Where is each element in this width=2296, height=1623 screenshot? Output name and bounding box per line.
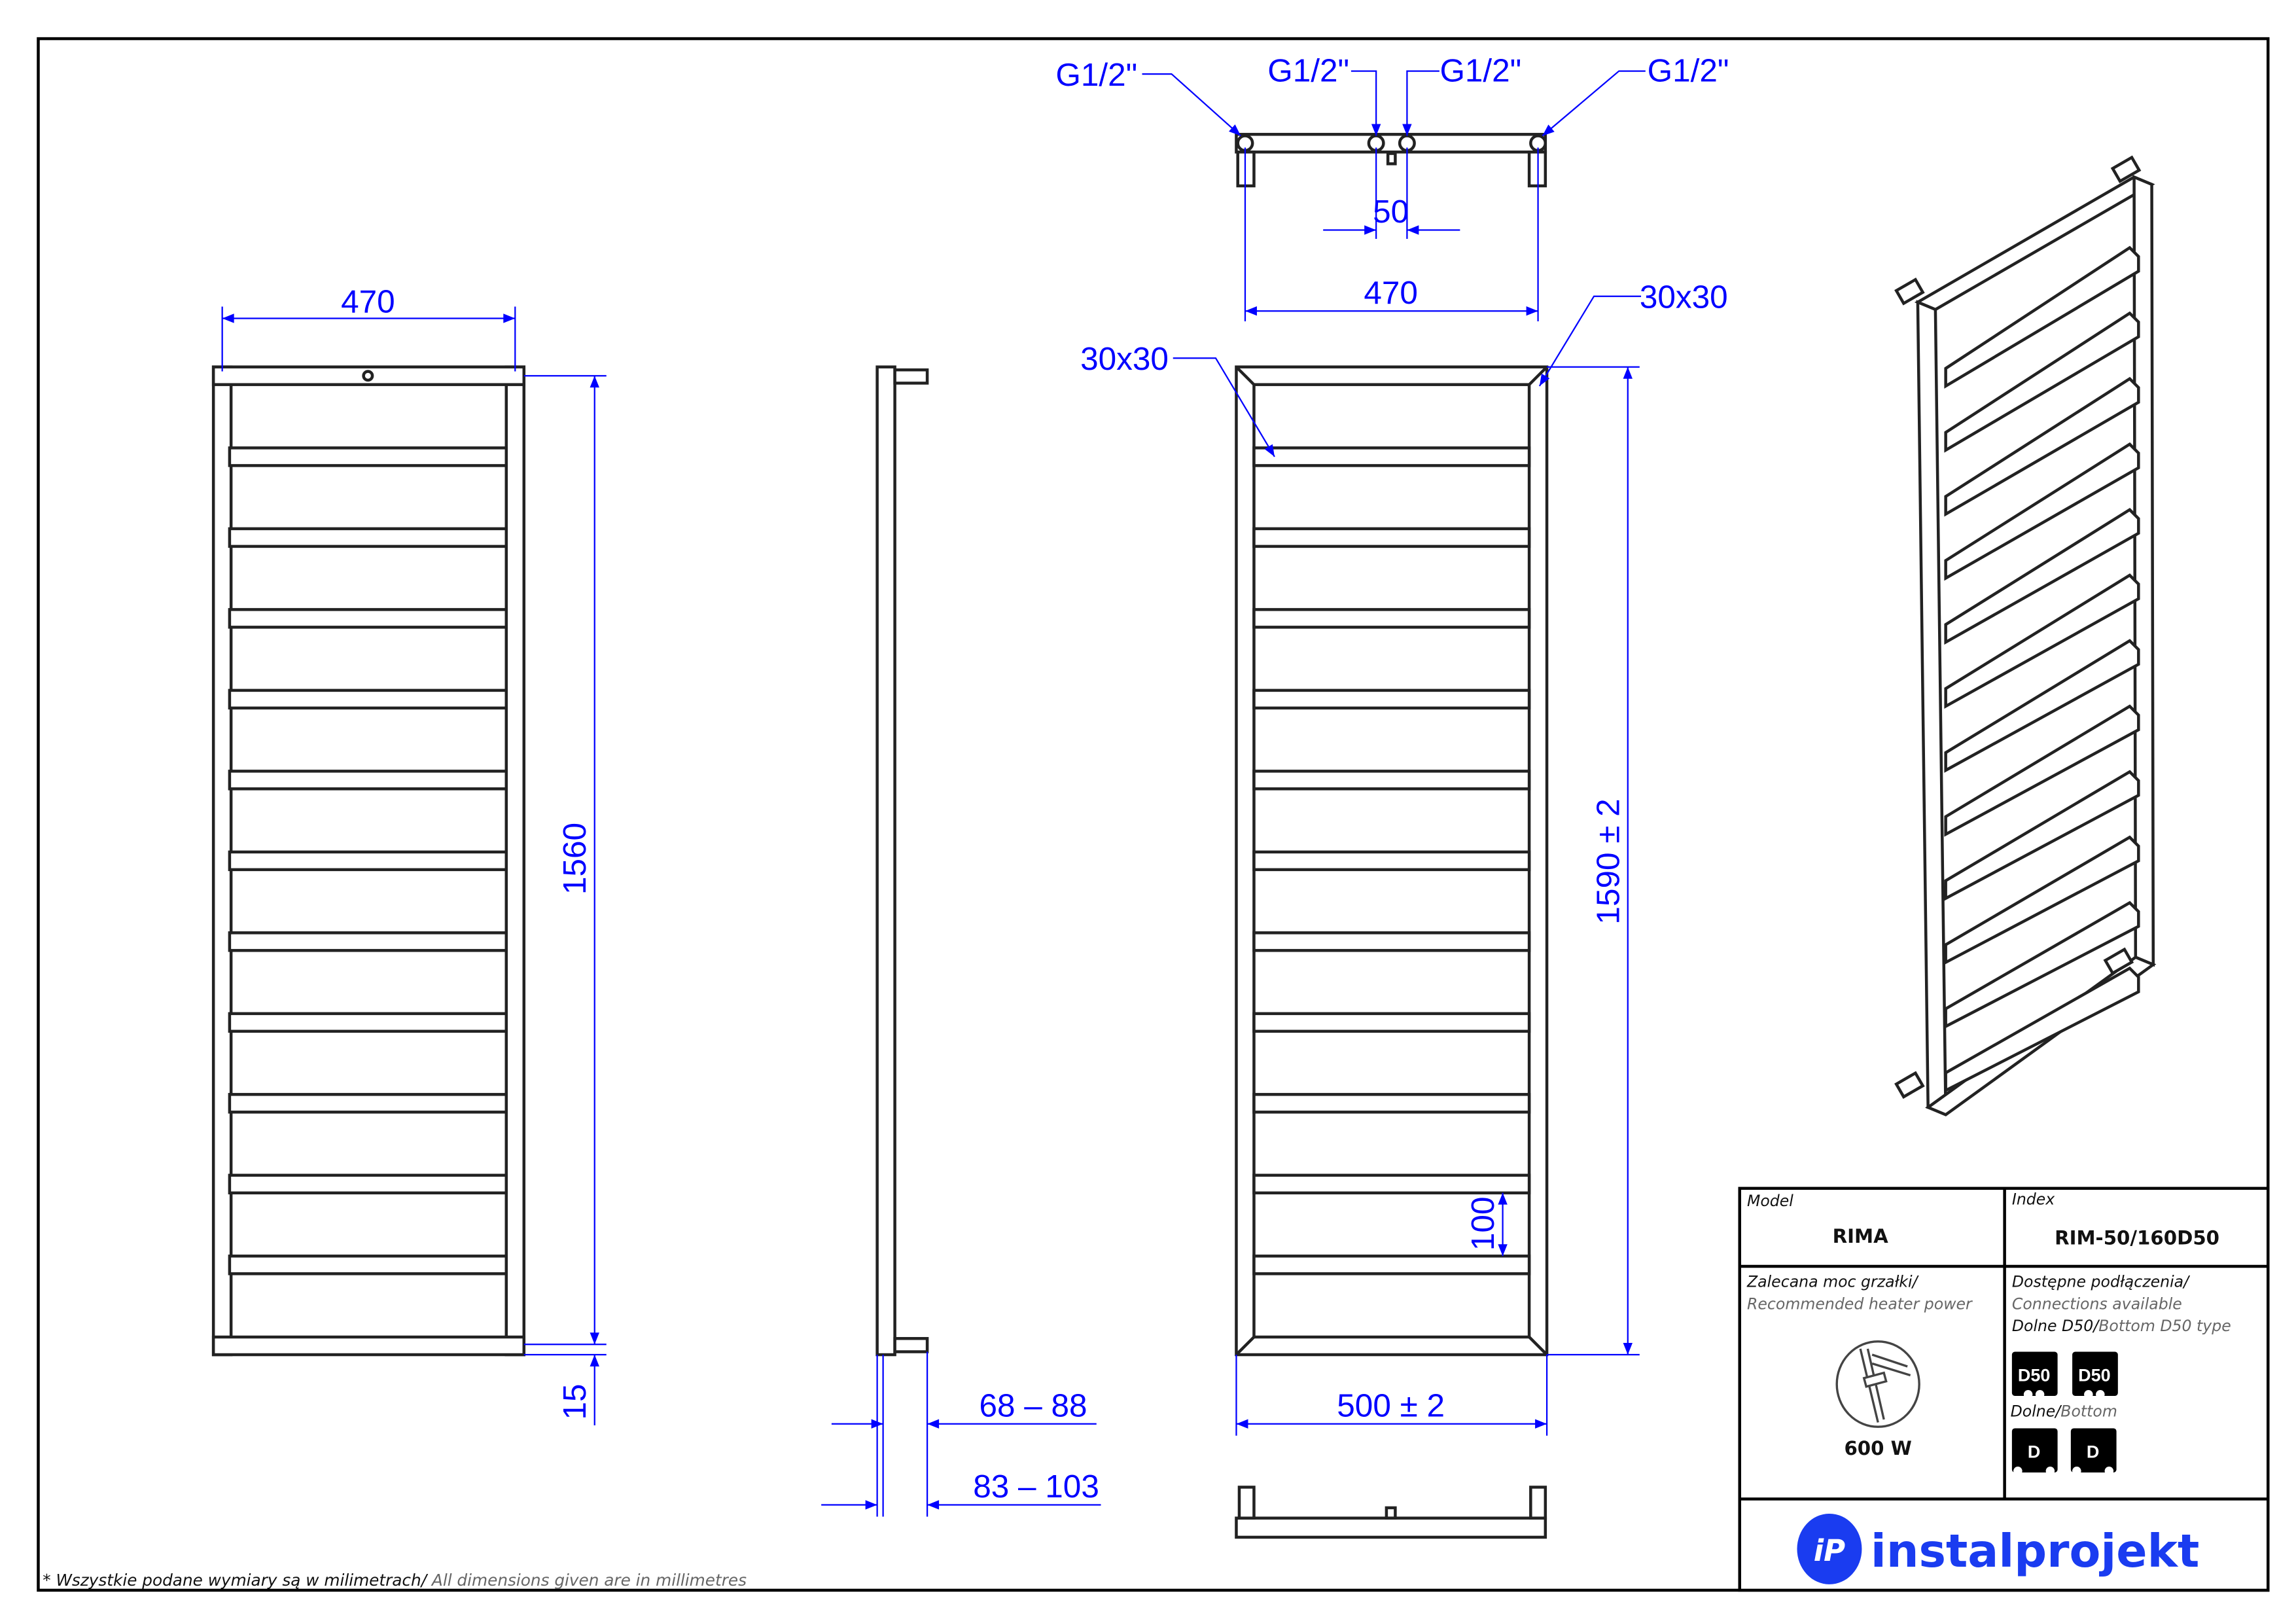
towel-rail — [228, 850, 508, 872]
side-view — [875, 365, 929, 1357]
towel-rail — [1944, 639, 2140, 773]
towel-rail — [1252, 527, 1531, 548]
rail-gap-label: 100 — [1465, 1197, 1501, 1251]
connection-badge-d-1: D — [2011, 1428, 2058, 1476]
front-height-label: 1560 — [557, 823, 593, 895]
towel-rail — [1944, 704, 2140, 837]
svg-text:iP: iP — [1814, 1533, 1845, 1568]
svg-text:Dolne/Bottom: Dolne/Bottom — [2011, 1402, 2117, 1420]
towel-rail — [1252, 446, 1531, 467]
front-view — [211, 365, 526, 1357]
towel-rail — [228, 1012, 508, 1033]
towel-rail — [1944, 311, 2140, 453]
depth-max-label: 83 – 103 — [973, 1469, 1099, 1505]
towel-rail — [1944, 573, 2140, 709]
towel-rail — [1252, 608, 1531, 629]
badge-label: D — [2087, 1442, 2100, 1461]
bottom-en: Bottom — [2060, 1402, 2117, 1420]
towel-rail — [1944, 770, 2140, 901]
towel-rail — [228, 1255, 508, 1275]
towel-rail — [1944, 442, 2140, 581]
thread-label-1: G1/2" — [1055, 57, 1137, 93]
index-value: RIM-50/160D50 — [2055, 1226, 2219, 1249]
heater-icon — [1835, 1340, 1920, 1428]
towel-rail — [228, 931, 508, 952]
front-width-label: 470 — [341, 283, 395, 319]
towel-rail — [1252, 1012, 1531, 1033]
front-height-dimension: 1560 15 — [523, 375, 607, 1425]
depth-min-label: 68 – 88 — [980, 1387, 1087, 1423]
center-spacing-label: 50 — [1373, 194, 1409, 230]
towel-rail — [1944, 966, 2140, 1093]
total-height-label: 1590 ± 2 — [1590, 798, 1626, 924]
d50-type-en: Bottom D50 type — [2098, 1317, 2231, 1335]
towel-rail — [1944, 901, 2140, 1029]
instalprojekt-logo: iP instalprojekt — [1797, 1513, 2199, 1584]
axis-spacing-label: 470 — [1364, 275, 1418, 311]
bottom-offset-label: 15 — [557, 1383, 593, 1419]
thread-label-2: G1/2" — [1267, 52, 1349, 88]
towel-rail — [1252, 770, 1531, 791]
towel-rail — [1252, 931, 1531, 952]
towel-rail — [228, 608, 508, 629]
footnote-en: All dimensions given are in millimetres — [427, 1571, 747, 1590]
total-width-label: 500 ± 2 — [1337, 1387, 1445, 1423]
towel-rail — [228, 446, 508, 467]
model-label: Model — [1747, 1192, 1793, 1210]
connection-badge-d50-1: D50 — [2011, 1351, 2058, 1399]
profile-left-label: 30x30 — [1080, 341, 1169, 377]
heater-power: 600 W — [1844, 1437, 1911, 1459]
depth-dimensions: 68 – 88 83 – 103 — [821, 1351, 1101, 1517]
badge-label: D — [2028, 1442, 2041, 1461]
towel-rail — [1944, 508, 2140, 645]
heater-label-pl: Zalecana moc grzałki/ — [1746, 1273, 1920, 1291]
connections-label-pl: Dostępne podłączenia/ — [2012, 1273, 2191, 1291]
model-value: RIMA — [1833, 1225, 1888, 1247]
towel-rail — [1252, 1093, 1531, 1114]
perspective-view — [1894, 155, 2157, 1116]
thread-label-4: G1/2" — [1648, 52, 1729, 88]
main-front-view — [1235, 365, 1549, 1357]
badge-label: D50 — [2078, 1366, 2111, 1385]
connection-badge-d-2: D — [2070, 1428, 2117, 1476]
towel-rail — [1252, 1255, 1531, 1275]
towel-rail — [1944, 245, 2140, 389]
top-view — [1235, 133, 1547, 188]
heater-label-en: Recommended heater power — [1747, 1294, 1973, 1313]
connections-label-en: Connections available — [2012, 1294, 2182, 1313]
air-vent-icon — [362, 370, 374, 382]
profile-right-label: 30x30 — [1640, 279, 1728, 315]
footnote: * Wszystkie podane wymiary są w milimetr… — [43, 1571, 747, 1590]
thread-callouts: G1/2" G1/2" G1/2" G1/2" 50 470 — [1055, 52, 1729, 321]
towel-rail — [228, 1173, 508, 1195]
towel-rail — [1944, 835, 2140, 965]
svg-text:Dolne D50/Bottom D50 type: Dolne D50/Bottom D50 type — [2012, 1317, 2231, 1335]
title-block: Model RIMA Index RIM-50/160D50 Zalecana … — [1738, 1186, 2270, 1592]
towel-rail — [228, 1093, 508, 1114]
towel-rail — [228, 527, 508, 548]
badge-label: D50 — [2018, 1366, 2051, 1385]
towel-rail — [228, 688, 508, 710]
towel-rail — [1252, 688, 1531, 710]
towel-rail — [228, 770, 508, 791]
drawing-border — [37, 37, 2270, 1592]
connection-badge-d50-2: D50 — [2072, 1351, 2118, 1399]
main-dimensions: 30x30 30x30 1590 ± 2 100 500 ± 2 — [1080, 279, 1728, 1436]
towel-rail — [1252, 850, 1531, 872]
logo-text: instalprojekt — [1871, 1525, 2199, 1578]
d50-type-pl: Dolne D50/ — [2012, 1317, 2100, 1335]
footnote-pl: * Wszystkie podane wymiary są w milimetr… — [43, 1571, 428, 1590]
bottom-pl: Dolne/ — [2011, 1402, 2063, 1420]
thread-label-3: G1/2" — [1439, 52, 1521, 88]
index-label: Index — [2012, 1190, 2055, 1209]
front-width-dimension: 470 — [221, 283, 516, 372]
towel-rail — [1944, 376, 2140, 517]
bottom-view — [1235, 1486, 1547, 1539]
towel-rail — [1252, 1173, 1531, 1195]
